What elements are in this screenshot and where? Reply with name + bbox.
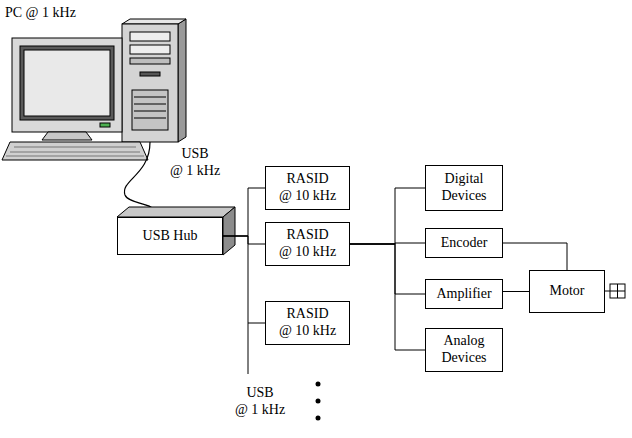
connector-line bbox=[503, 243, 567, 270]
bus-label: USB @ 1 kHz bbox=[170, 146, 220, 180]
connector-line bbox=[350, 244, 425, 350]
rasid-box: RASID @ 10 kHz bbox=[265, 166, 350, 210]
usb-cable bbox=[124, 142, 152, 208]
node-text: Digital Devices bbox=[441, 171, 486, 205]
node-text: RASID @ 10 kHz bbox=[279, 306, 336, 340]
pc-illustration bbox=[2, 19, 186, 160]
device-box: Digital Devices bbox=[425, 165, 503, 211]
node-text: Amplifier bbox=[436, 286, 491, 303]
pc-label: PC @ 1 kHz bbox=[5, 5, 76, 22]
device-box: Encoder bbox=[425, 228, 503, 258]
hub-box: USB Hub bbox=[117, 217, 223, 255]
node-text: USB Hub bbox=[143, 228, 198, 245]
device-box: Analog Devices bbox=[425, 328, 503, 372]
rasid-box: RASID @ 10 kHz bbox=[265, 222, 350, 266]
connector-line bbox=[350, 188, 425, 244]
motor-shaft-encoder bbox=[605, 284, 625, 298]
node-text: RASID @ 10 kHz bbox=[279, 171, 336, 205]
continuation-dots bbox=[316, 382, 321, 421]
connector-line bbox=[223, 236, 265, 323]
bus-label: USB @ 1 kHz bbox=[235, 385, 285, 419]
motor-box: Motor bbox=[529, 270, 605, 313]
node-text: Analog Devices bbox=[441, 333, 486, 367]
usb-bus-extension bbox=[248, 323, 249, 374]
connector-line bbox=[350, 244, 425, 294]
connector-line bbox=[503, 291, 529, 292]
node-text: Motor bbox=[550, 283, 585, 300]
connector-line bbox=[223, 188, 265, 236]
node-text: Encoder bbox=[441, 235, 488, 252]
rasid-box: RASID @ 10 kHz bbox=[265, 301, 350, 345]
node-text: RASID @ 10 kHz bbox=[279, 227, 336, 261]
hub-3d-faces bbox=[117, 207, 235, 255]
connector-line bbox=[223, 236, 265, 244]
device-box: Amplifier bbox=[425, 279, 503, 309]
